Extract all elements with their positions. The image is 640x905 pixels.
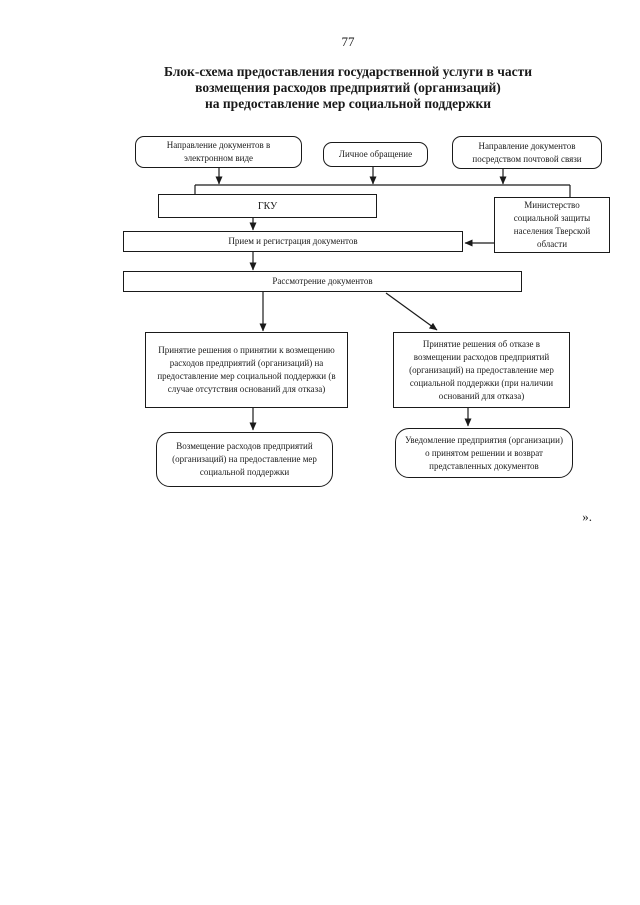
node-notification-return: Уведомление предприятия (организации) о … (395, 428, 573, 478)
node-decision-accept: Принятие решения о принятии к возмещению… (145, 332, 348, 408)
page-number: 77 (341, 34, 355, 49)
closing-quote-mark: ». (582, 509, 592, 524)
node-decision-reject: Принятие решения об отказе в возмещении … (393, 332, 570, 408)
node-reception-registration: Прием и регистрация документов (123, 231, 463, 252)
node-personal-visit: Личное обращение (323, 142, 428, 167)
title-line-2: возмещения расходов предприятий (организ… (195, 80, 501, 95)
node-electronic-submission: Направление документов в электронном вид… (135, 136, 302, 168)
node-postal-submission: Направление документов посредством почто… (452, 136, 602, 169)
page-title: Блок-схема предоставления государственно… (28, 64, 640, 112)
node-ministry-social-protection: Министерство социальной защиты населения… (494, 197, 610, 253)
node-document-review: Рассмотрение документов (123, 271, 522, 292)
node-gku: ГКУ (158, 194, 377, 218)
title-line-3: на предоставление мер социальной поддерж… (205, 96, 491, 111)
title-line-1: Блок-схема предоставления государственно… (163, 64, 532, 79)
node-reimbursement: Возмещение расходов предприятий (организ… (156, 432, 333, 487)
